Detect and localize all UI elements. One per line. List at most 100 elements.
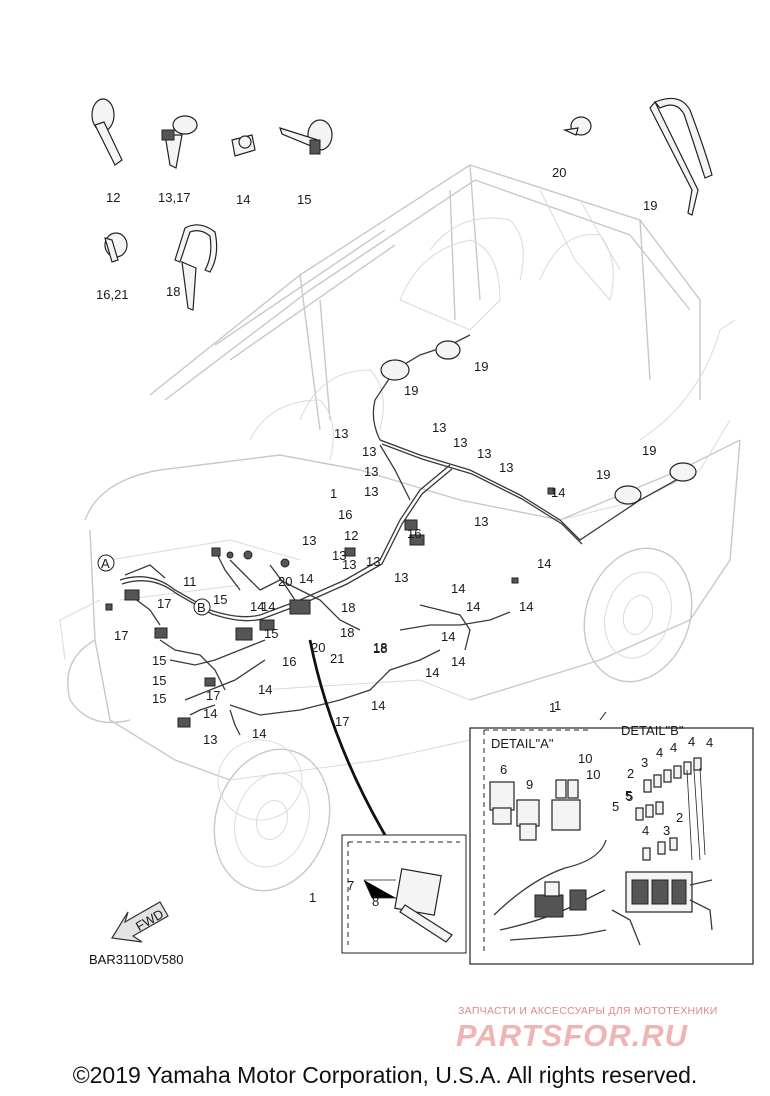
callout-label: 14	[299, 571, 313, 586]
callout-label: 3	[641, 755, 648, 770]
callout-label: 4	[688, 734, 695, 749]
detail-b-title: DETAIL"B"	[621, 723, 684, 738]
callout-label: 13	[362, 444, 376, 459]
clip-14-icon	[231, 134, 256, 157]
callout-label: 4	[706, 735, 713, 750]
callout-label: 16	[282, 654, 296, 669]
part-icons	[91, 97, 713, 311]
wire-harness	[119, 334, 681, 836]
callout-label: 5	[626, 789, 633, 804]
callout-label: 15	[152, 673, 166, 688]
callout-label: 14	[466, 599, 480, 614]
callout-label: 8	[372, 894, 379, 909]
callout-label: 13	[499, 460, 513, 475]
callout-label: 16	[338, 507, 352, 522]
callout-label: 1	[549, 700, 556, 715]
callout-label: 13	[342, 557, 356, 572]
callout-label: 1	[309, 890, 316, 905]
callout-label: 10	[586, 767, 600, 782]
watermark-logo: PARTSFOR.RU	[456, 1018, 689, 1053]
cable-band-12-icon	[91, 98, 123, 166]
callout-label: 13	[453, 435, 467, 450]
harness-connectors	[105, 340, 697, 728]
callout-label: 14	[537, 556, 551, 571]
callout-label: 13	[394, 570, 408, 585]
drawing-code: BAR3110DV580	[89, 952, 184, 967]
callout-label: 15	[152, 653, 166, 668]
callout-label: 5	[612, 799, 619, 814]
callout-label: 13	[477, 446, 491, 461]
watermark-tagline: ЗАПЧАСТИ И АКСЕССУАРЫ ДЛЯ МОТОТЕХНИКИ	[458, 1005, 718, 1017]
callout-label: 13	[364, 464, 378, 479]
callout-label: 17	[157, 596, 171, 611]
callout-label: 15	[152, 691, 166, 706]
label-13-17: 13,17	[158, 190, 191, 205]
callout-label: 14	[451, 581, 465, 596]
band-20-icon	[562, 116, 592, 136]
detail-box	[469, 711, 754, 965]
callout-label: 14	[258, 682, 272, 697]
label-15-top: 15	[297, 192, 311, 207]
callout-label: 10	[578, 751, 592, 766]
detail-a-marker: A	[101, 556, 110, 571]
detail-b-fuses	[635, 757, 702, 861]
callout-label: 15	[264, 626, 278, 641]
callout-label: 17	[114, 628, 128, 643]
callout-label: 3	[663, 823, 670, 838]
label-20-top: 20	[552, 165, 566, 180]
callout-label: 14	[250, 599, 264, 614]
callout-label: 20	[278, 574, 292, 589]
callout-label: 14	[261, 599, 275, 614]
callout-label: 13	[302, 533, 316, 548]
callout-label: 18	[341, 600, 355, 615]
callout-label: 16	[407, 526, 421, 541]
clamp-13-17-icon	[161, 115, 198, 169]
callout-label: 20	[311, 640, 325, 655]
label-18-top: 18	[166, 284, 180, 299]
callout-label: 14	[451, 654, 465, 669]
cable-band-16-21-icon	[104, 232, 128, 263]
callout-label: 19	[642, 443, 656, 458]
callout-label: 1	[330, 486, 337, 501]
callout-label: 19	[474, 359, 488, 374]
callout-label: 2	[676, 810, 683, 825]
callout-label: 19	[596, 467, 610, 482]
callout-label: 13	[366, 554, 380, 569]
callout-label: 18	[340, 625, 354, 640]
callout-label: 13	[474, 514, 488, 529]
cable-tie-18-icon	[174, 224, 218, 311]
copyright-notice: ©2019 Yamaha Motor Corporation, U.S.A. A…	[72, 1062, 698, 1088]
long-tie-19-icon	[649, 97, 713, 216]
callout-label: 21	[330, 651, 344, 666]
callout-label: 13	[332, 548, 346, 563]
callout-label: 6	[500, 762, 507, 777]
callout-label: 4	[656, 745, 663, 760]
callout-label: 13	[364, 484, 378, 499]
label-14-top: 14	[236, 192, 250, 207]
callout-label: 14	[425, 665, 439, 680]
callout-label: 17	[206, 688, 220, 703]
callout-label: 13	[334, 426, 348, 441]
detail-a-title: DETAIL"A"	[491, 736, 554, 751]
callout-label: 4	[670, 740, 677, 755]
relay-inset	[341, 834, 467, 954]
callout-label: 9	[526, 777, 533, 792]
label-12: 12	[106, 190, 120, 205]
callout-label: 11	[183, 574, 197, 589]
callout-label: 15	[213, 592, 227, 607]
callout-label: 13	[432, 420, 446, 435]
callout-label: 19	[404, 383, 418, 398]
callout-label: 14	[441, 629, 455, 644]
callout-label: 18	[373, 641, 387, 656]
callout-label: 5	[625, 788, 632, 803]
callout-label: 18	[373, 640, 387, 655]
callout-label: 17	[335, 714, 349, 729]
callout-label: 14	[203, 706, 217, 721]
fwd-arrow-icon: FWD	[111, 901, 169, 943]
callout-label: 14	[519, 599, 533, 614]
detail-b-marker: B	[197, 600, 206, 615]
cable-band-15-icon	[279, 119, 333, 155]
callout-label: 4	[642, 823, 649, 838]
